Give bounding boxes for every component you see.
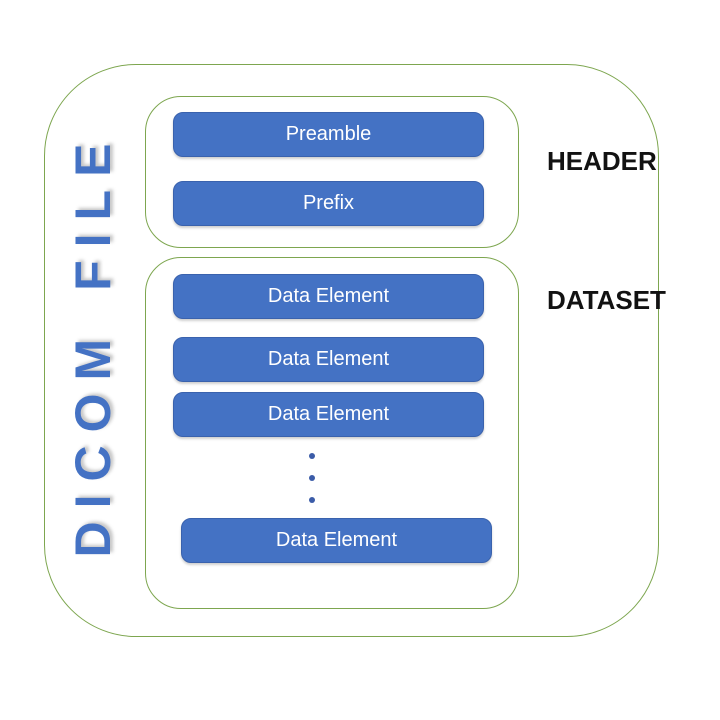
data-element-box-last: Data Element xyxy=(181,518,492,563)
data-element-box-3: Data Element xyxy=(173,392,484,437)
prefix-box: Prefix xyxy=(173,181,484,226)
preamble-box: Preamble xyxy=(173,112,484,157)
ellipsis-dot-icon xyxy=(309,475,315,481)
dataset-section-outline xyxy=(145,257,519,609)
data-element-box-1: Data Element xyxy=(173,274,484,319)
ellipsis-dot-icon xyxy=(309,497,315,503)
header-label: HEADER xyxy=(547,146,657,176)
dicom-file-title: DICOM FILE xyxy=(65,130,121,558)
ellipsis-dot-icon xyxy=(309,453,315,459)
dataset-label: DATASET xyxy=(547,285,666,315)
data-element-box-2: Data Element xyxy=(173,337,484,382)
header-section-outline xyxy=(145,96,519,248)
dicom-file-outline xyxy=(44,64,659,637)
